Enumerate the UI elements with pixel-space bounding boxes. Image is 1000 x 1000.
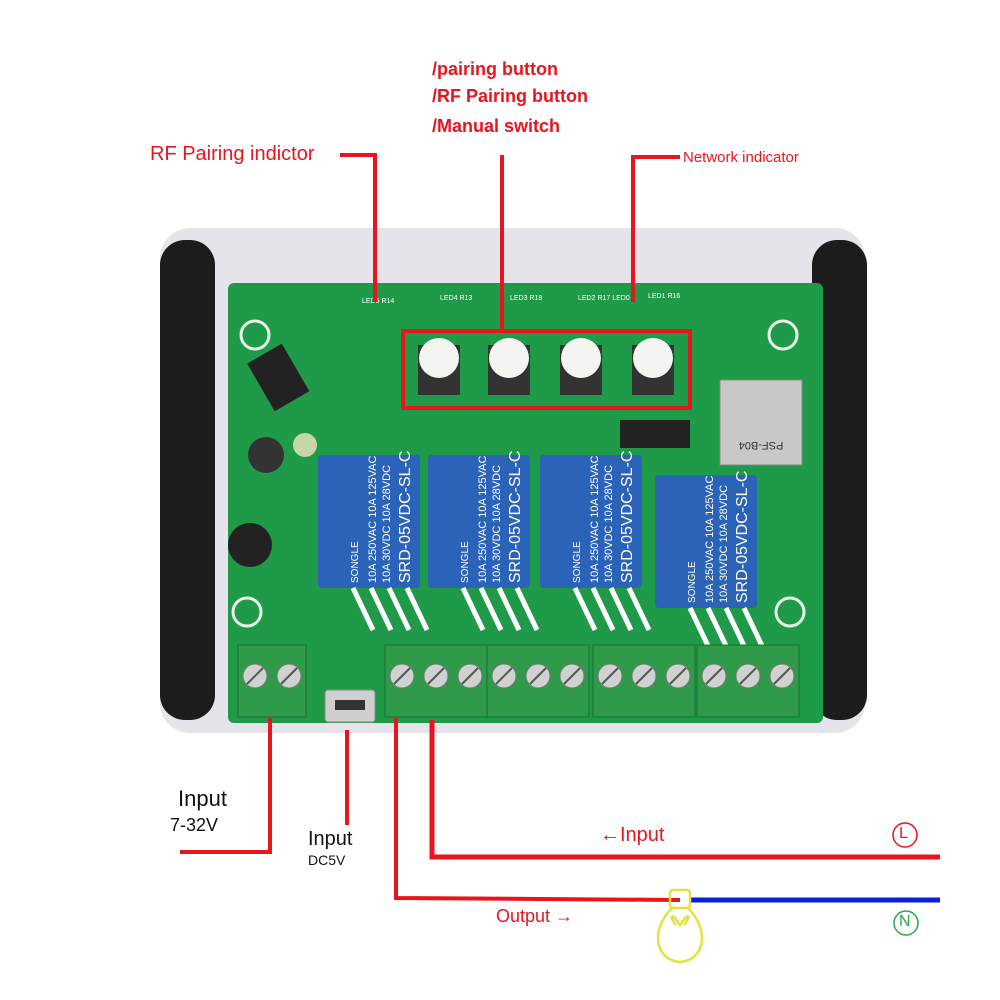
live-circle-icon: [892, 822, 918, 848]
antenna-coil: [247, 343, 310, 412]
relay-text: SONGLE: [460, 541, 471, 583]
relay-text: SRD-05VDC-SL-C: [619, 451, 636, 583]
terminal-block: [384, 644, 488, 718]
terminal-blocks: [237, 644, 800, 718]
relay-text: SONGLE: [687, 561, 698, 603]
mounting-holes: [231, 319, 806, 628]
input-usb-label: Input: [308, 828, 353, 850]
neutral-circle-icon: [893, 910, 919, 936]
network-indicator-label: Network indicator: [683, 149, 799, 166]
relay-text: 10A 250VAC 10A 125VAC: [589, 456, 601, 583]
input-power-range: 7-32V: [170, 815, 219, 835]
rf-pairing-button-label: /RF Pairing button: [432, 86, 588, 106]
led-label: LED3 R18: [510, 295, 542, 302]
led-label: LED4 R13: [440, 295, 472, 302]
relay-text: 10A 250VAC 10A 125VAC: [704, 476, 716, 603]
pairing-button-label: /pairing button: [432, 59, 558, 79]
button-1: [418, 338, 460, 395]
manual-switch-label: /Manual switch: [432, 116, 561, 136]
relay-text: SRD-05VDC-SL-C: [507, 451, 524, 583]
relay-text: SRD-05VDC-SL-C: [397, 451, 414, 583]
relay-text: 10A 30VDC 10A 28VDC: [381, 465, 393, 583]
annotation-lines: [180, 153, 940, 902]
capacitor-small: [293, 433, 317, 457]
ic-chip: [620, 420, 690, 448]
relay-text: 10A 30VDC 10A 28VDC: [603, 465, 615, 583]
buttons-highlight-box: [401, 329, 692, 410]
enclosure-left-rail: [160, 240, 215, 720]
input-power-label: Input: [178, 786, 227, 811]
input-usb-voltage: DC5V: [308, 852, 346, 868]
wifi-module: [719, 379, 803, 466]
led-label: LED1 R16: [648, 293, 680, 300]
input-live-label: ←Input: [600, 824, 665, 846]
terminal-block: [237, 644, 307, 718]
terminal-block: [592, 644, 696, 718]
relay-text: 10A 30VDC 10A 28VDC: [491, 465, 503, 583]
buttons: [418, 338, 674, 395]
light-bulb-icon: [656, 888, 704, 964]
neutral-symbol: N: [899, 913, 911, 930]
terminal-block: [696, 644, 800, 718]
button-3: [560, 338, 602, 395]
enclosure-right-rail: [812, 240, 867, 720]
button-2: [488, 338, 530, 395]
button-4: [632, 338, 674, 395]
relay-text: 10A 250VAC 10A 125VAC: [367, 456, 379, 583]
relay-text: SONGLE: [572, 541, 583, 583]
live-symbol: L: [899, 825, 908, 842]
led-label: LED5 R14: [362, 298, 394, 305]
inductor: [248, 437, 284, 473]
led-label: LED2 R17 LED0: [578, 295, 630, 302]
output-label: Output →: [496, 906, 574, 926]
module-label: PSF-B04: [739, 439, 784, 451]
terminal-block: [486, 644, 590, 718]
rf-pairing-indicator-label: RF Pairing indictor: [150, 143, 315, 165]
relay-text: 10A 30VDC 10A 28VDC: [718, 485, 730, 603]
capacitor-large: [228, 523, 272, 567]
relay-text: SONGLE: [350, 541, 361, 583]
relay-text: 10A 250VAC 10A 125VAC: [477, 456, 489, 583]
led-labels: LED5 R14 LED4 R13 LED3 R18 LED2 R17 LED0…: [362, 293, 680, 305]
relay-text: SRD-05VDC-SL-C: [734, 471, 751, 603]
